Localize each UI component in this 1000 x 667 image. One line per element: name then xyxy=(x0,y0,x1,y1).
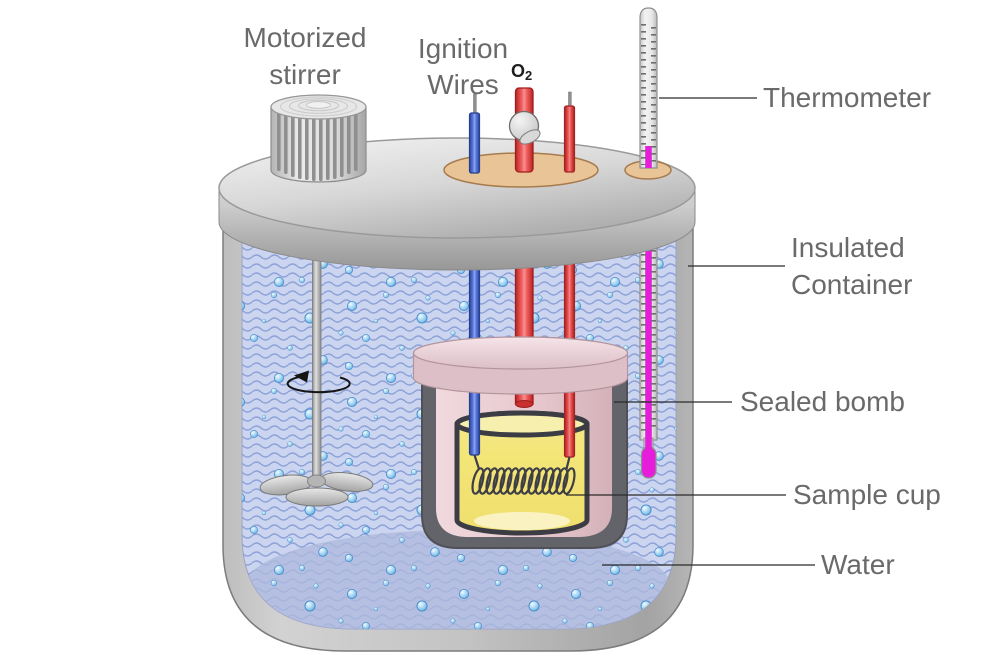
sample-cup-label: Sample cup xyxy=(793,479,941,510)
motorized-stirrer-motor xyxy=(270,94,367,183)
ignition-wires-label-line2: Wires xyxy=(427,69,499,100)
motorized-stirrer-label-line2: stirrer xyxy=(269,59,341,90)
stirrer-propeller xyxy=(259,472,374,507)
oxygen-valve xyxy=(508,110,541,145)
thermometer-fluid-column xyxy=(645,200,652,452)
sealed-bomb xyxy=(412,229,629,549)
ignition-wire-blue-upper xyxy=(468,93,481,174)
sample-cup xyxy=(454,410,590,536)
thermometer-upper xyxy=(639,7,658,169)
thermometer-lower xyxy=(639,199,658,479)
motorized-stirrer-label-line1: Motorized xyxy=(244,22,367,53)
rotation-arrow-icon xyxy=(286,370,351,394)
stirrer-shaft-assembly xyxy=(259,227,374,507)
ignition-coil xyxy=(471,454,576,495)
oxygen-inlet-tube xyxy=(508,87,541,173)
insulated-container-label-line2: Container xyxy=(791,269,912,300)
ignition-wire-red-upper xyxy=(563,91,576,173)
insulated-container-label-line1: Insulated xyxy=(791,232,905,263)
bomb-lid xyxy=(412,336,629,395)
sealed-bomb-label: Sealed bomb xyxy=(740,386,905,417)
thermometer-label: Thermometer xyxy=(763,82,931,113)
oxygen-label: O2 xyxy=(511,61,532,83)
ignition-wires-label-line1: Ignition xyxy=(418,33,508,64)
water-label: Water xyxy=(821,549,895,580)
stirrer-shaft xyxy=(312,227,322,479)
